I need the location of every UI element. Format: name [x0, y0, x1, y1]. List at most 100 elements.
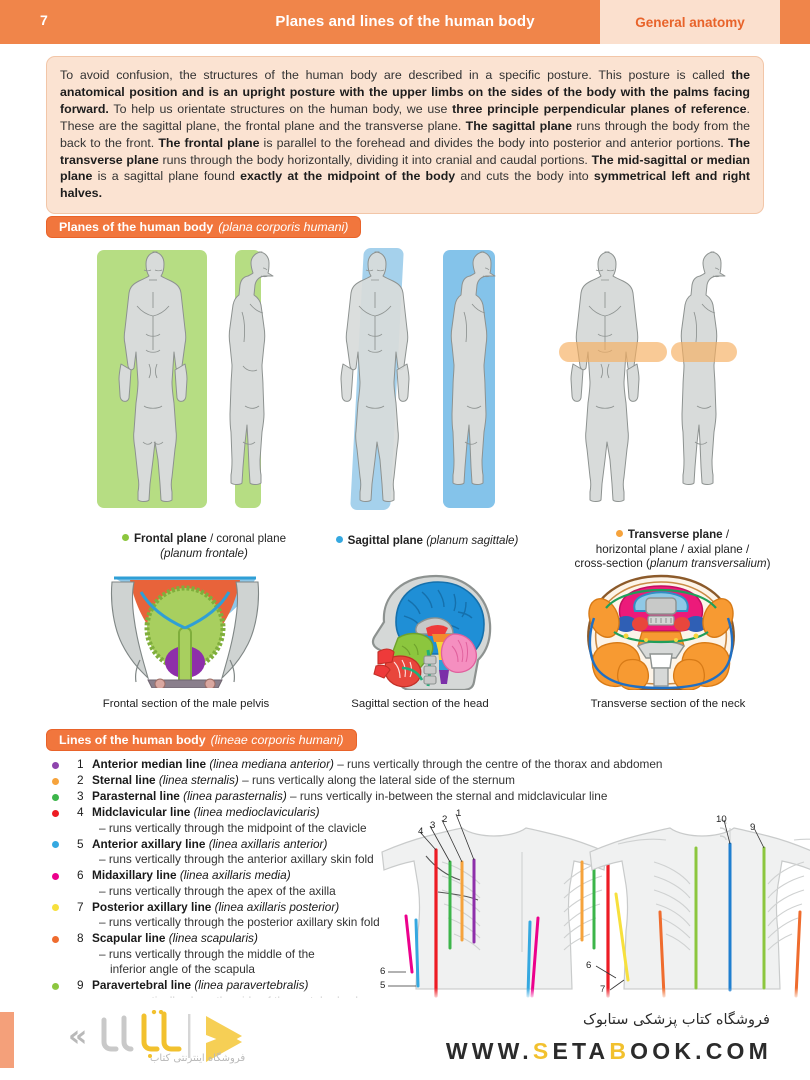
torso-label-1: 1	[456, 808, 462, 819]
line-item-number: 1	[77, 757, 84, 771]
line-item-number: 2	[77, 772, 84, 787]
footer-farsi-tagline: فروشگاه کتاب پزشکی ستابوک	[582, 1012, 770, 1028]
frontal-plane-dot	[121, 534, 129, 542]
line-item-bullet-dot	[52, 777, 59, 785]
section-header-planes: Planes of the human body (plana corporis…	[46, 216, 362, 238]
caption-sagittal-plane: Sagittal plane (planum sagittale)	[322, 534, 532, 549]
line-item: 6 Midaxillary line (linea axillaris media…	[52, 868, 692, 899]
transverse-plane-slab-anterior	[559, 342, 667, 362]
line-item-bullet-dot	[52, 904, 59, 912]
page-bottom-clip-fade	[0, 988, 810, 1000]
line-item-number: 9	[77, 978, 84, 993]
image-frontal-pelvis-section	[100, 576, 270, 693]
page-title: Planes and lines of the human body	[275, 13, 535, 30]
line-item-bullet-dot	[52, 872, 59, 880]
torso-label-6-post: 6	[586, 960, 592, 971]
line-item-text: Scapular line (linea scapularis)	[92, 931, 258, 946]
posterior-torso	[589, 819, 810, 998]
transverse-plane-slab-lateral	[671, 342, 737, 362]
intro-callout-box: To avoid confusion, the structures of th…	[46, 56, 764, 215]
line-item: 1 Anterior median line (linea mediana ant…	[52, 757, 692, 773]
caption-frontal-bold: Frontal plane	[133, 532, 207, 545]
figure-frontal-plane	[95, 242, 280, 512]
line-item: 7 Posterior axillary line (linea axillari…	[52, 900, 692, 931]
line-item-text: Anterior axillary line (linea axillaris …	[92, 836, 328, 851]
svg-text:«: «	[68, 1019, 87, 1054]
line-item: 2 Sternal line (linea sternalis) – runs v…	[52, 773, 692, 789]
line-item-text: Midclavicular line (linea medioclavicula…	[92, 804, 320, 819]
footer-accent-bar	[0, 1012, 14, 1068]
line-item-description: – runs vertically through the anterior a…	[99, 852, 374, 867]
torso-line-diagrams: 4 3 2 1 6 5 10 9 6 7	[380, 800, 810, 1000]
line-item-number: 7	[77, 899, 84, 914]
line-item-text: Anterior median line (linea mediana ante…	[92, 757, 663, 771]
line-item-text: Posterior axillary line (linea axillaris…	[92, 899, 340, 914]
intro-paragraph: To avoid confusion, the structures of th…	[60, 68, 751, 201]
page-number: 7	[40, 12, 48, 28]
sagittal-plane-dot	[335, 536, 343, 544]
caption-transverse-rest: /	[722, 528, 730, 541]
line-item-bullet-dot	[52, 841, 59, 849]
body-lateral-orange	[677, 246, 729, 512]
anterior-torso	[381, 813, 610, 998]
setabook-logo: «	[60, 1009, 380, 1072]
logo-farsi-tagline: فروشگاه اینترنتی کتاب	[150, 1053, 246, 1064]
section-header-lines: Lines of the human body (lineae corporis…	[46, 729, 357, 751]
caption-frontal-plane: Frontal plane / coronal plane (planum fr…	[104, 532, 304, 561]
page-header: 7 Planes and lines of the human body Gen…	[0, 0, 810, 44]
line-item-number: 8	[77, 931, 84, 946]
figure-transverse-plane	[559, 242, 765, 512]
section-header-lines-title: Lines of the human body	[59, 733, 206, 747]
section-caption-pelvis: Frontal section of the male pelvis	[102, 698, 270, 710]
section-caption-head: Sagittal section of the head	[351, 698, 489, 710]
section-caption-neck: Transverse section of the neck	[590, 698, 746, 710]
torso-label-4: 4	[418, 826, 424, 837]
body-anterior-orange	[565, 246, 645, 512]
transverse-plane-dot	[615, 530, 623, 538]
caption-frontal-rest: / coronal plane	[206, 532, 287, 545]
line-item-bullet-dot	[52, 761, 59, 769]
line-item-bullet-dot	[52, 983, 59, 991]
caption-transverse-plane: Transverse plane / horizontal plane / ax…	[540, 528, 805, 572]
line-item-number: 3	[77, 788, 84, 803]
line-item-number: 4	[77, 804, 84, 819]
image-transverse-neck-section	[580, 574, 742, 695]
body-lateral-blue	[447, 246, 499, 512]
planes-figure-row	[0, 242, 810, 527]
torso-label-6-ant: 6	[380, 966, 386, 977]
line-item-description: – runs vertically through the apex of th…	[99, 883, 336, 898]
line-item-bullet-dot	[52, 793, 59, 801]
line-item-text: Sternal line (linea sternalis) – runs ve…	[92, 772, 515, 787]
caption-frontal-latin: (planum frontale)	[160, 546, 248, 560]
torso-label-2: 2	[442, 814, 448, 825]
caption-sagittal-bold: Sagittal plane	[347, 534, 423, 547]
line-item-number: 5	[77, 836, 84, 851]
body-lateral-green	[225, 246, 277, 512]
chapter-tab[interactable]: General anatomy	[600, 0, 780, 44]
chapter-tab-label: General anatomy	[635, 14, 745, 30]
line-item-bullet-dot	[52, 935, 59, 943]
image-sagittal-head-section	[340, 572, 510, 695]
caption-transverse-bold: Transverse plane	[627, 528, 723, 541]
caption-transverse-line3: cross-section (planum transversalium)	[574, 557, 771, 570]
line-item-description-cont: inferior angle of the scapula	[110, 962, 255, 977]
line-item-text: Midaxillary line (linea axillaris media)	[92, 868, 291, 883]
caption-sagittal-rest: (planum sagittale)	[423, 534, 519, 547]
torso-label-5-ant: 5	[380, 980, 386, 991]
line-item: 5 Anterior axillary line (linea axillaris…	[52, 837, 692, 868]
line-item-description: – runs vertically through the posterior …	[99, 915, 380, 930]
body-anterior-blue	[335, 246, 415, 512]
line-item: 4 Midclavicular line (linea medioclavicul…	[52, 805, 692, 836]
line-item-description: – runs vertically through the midpoint o…	[99, 820, 367, 835]
line-item-number: 6	[77, 868, 84, 883]
page-footer-watermark: « فروشگاه اینترنتی	[0, 998, 810, 1080]
torso-label-9: 9	[750, 822, 756, 833]
torso-label-10: 10	[716, 814, 727, 825]
torso-label-3: 3	[430, 820, 436, 831]
figure-sagittal-plane	[335, 242, 535, 512]
lines-list: 1 Anterior median line (linea mediana ant…	[52, 757, 692, 1010]
caption-transverse-line2: horizontal plane / axial plane /	[595, 542, 750, 556]
body-anterior-green	[113, 246, 193, 512]
